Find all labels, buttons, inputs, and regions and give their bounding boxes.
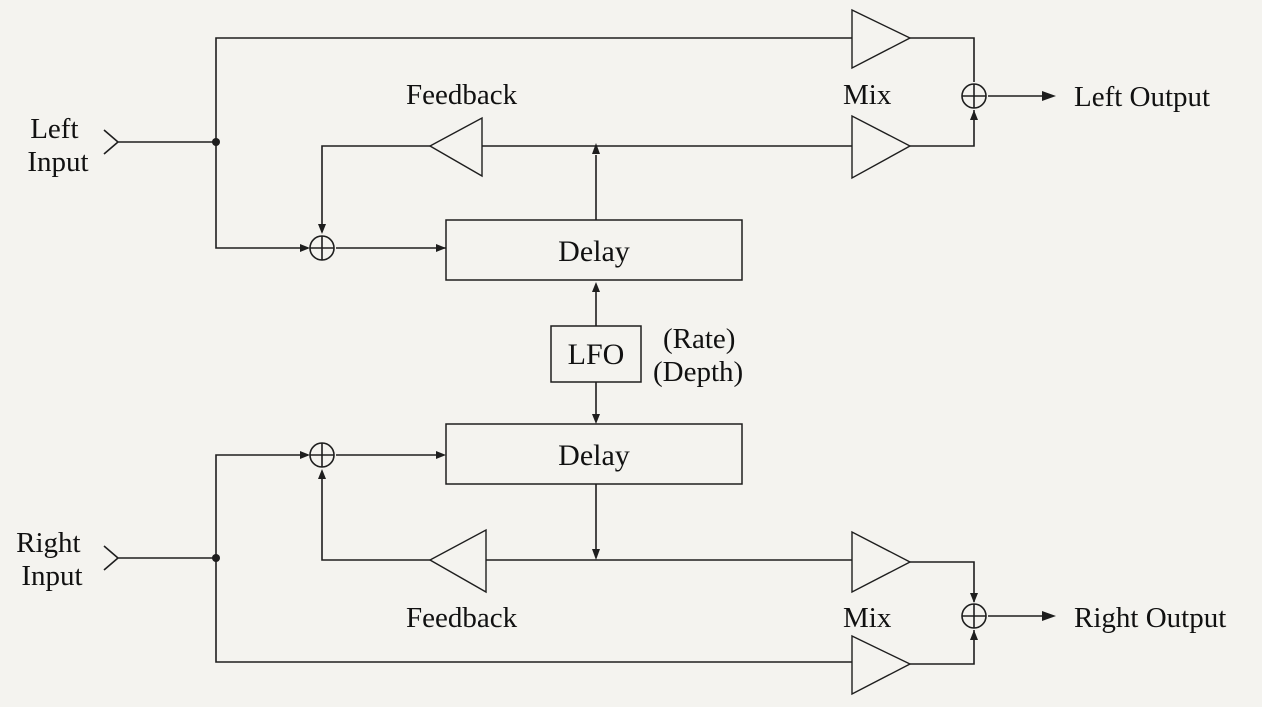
feedback-bottom-label: Feedback	[406, 602, 518, 634]
feedback-top-label: Feedback	[406, 79, 518, 111]
sum-right-output	[961, 603, 987, 629]
mix-amp-bottom-wet	[851, 530, 912, 594]
delay-bottom-label: Delay	[558, 439, 630, 472]
arrow-into-right-sum	[300, 451, 310, 459]
arrow-into-left-output-sum	[970, 110, 978, 120]
left-input-label-line1: Left	[30, 113, 78, 145]
right-input-junction-dot	[212, 554, 220, 562]
left-dry-wire	[215, 37, 852, 142]
right-to-sum-wire	[215, 454, 308, 558]
right-dry-wire	[215, 558, 852, 663]
mix-amp-top-wet	[851, 114, 912, 180]
sum-left-output	[961, 83, 987, 109]
arrow-into-top-delay	[436, 244, 446, 252]
sum-left-input	[309, 235, 335, 261]
arrow-right-feedback-into-sum	[318, 469, 326, 479]
arrow-into-right-output-sum	[970, 630, 978, 640]
rate-label: (Rate)	[663, 323, 735, 355]
arrowheads	[300, 91, 1056, 640]
amplifiers	[428, 8, 912, 696]
arrow-into-left-sum	[300, 244, 310, 252]
arrow-left-feedback-into-sum	[318, 224, 326, 234]
feedback-amp-bottom	[428, 528, 487, 594]
mix-bottom-label: Mix	[843, 602, 892, 634]
delay-top-block: Delay	[445, 219, 743, 281]
left-input-junction-dot	[212, 138, 220, 146]
arrow-bottom-delay-down	[592, 549, 600, 560]
left-to-sum-wire	[215, 142, 308, 249]
arrow-top-delay-up	[592, 143, 600, 154]
left-feedback-wire	[321, 145, 430, 232]
left-input-label: Left Input	[27, 113, 88, 178]
arrow-right-output	[1042, 611, 1056, 621]
delay-bottom-block: Delay	[445, 423, 743, 485]
sum-right-input	[309, 442, 335, 468]
right-input-label: Right Input	[16, 527, 88, 592]
mix-amp-top-dry	[851, 8, 912, 70]
lfo-label: LFO	[568, 338, 625, 371]
right-output-label: Right Output	[1074, 602, 1226, 634]
delay-top-label: Delay	[558, 235, 630, 268]
left-input-wire	[103, 129, 216, 155]
arrow-lfo-to-top-delay	[592, 282, 600, 292]
left-input-label-line2: Input	[27, 146, 88, 178]
right-feedback-wire	[321, 478, 430, 561]
depth-label: (Depth)	[653, 356, 743, 388]
summing-junctions	[309, 83, 987, 629]
lfo-block: LFO	[550, 325, 642, 383]
arrow-into-right-output-sum-top	[970, 593, 978, 603]
right-mix-out-wire	[910, 561, 975, 665]
mix-amp-bottom-dry	[851, 634, 912, 696]
left-mix-out-wire	[910, 37, 975, 147]
right-input-wire	[103, 545, 216, 571]
right-input-label-line1: Right	[16, 527, 80, 559]
right-input-label-line2: Input	[21, 560, 82, 592]
mix-top-label: Mix	[843, 79, 892, 111]
arrow-lfo-to-bottom-delay	[592, 414, 600, 424]
signal-wires	[103, 37, 1044, 665]
feedback-amp-top	[428, 116, 483, 178]
left-output-label: Left Output	[1074, 81, 1210, 113]
arrow-into-bottom-delay	[436, 451, 446, 459]
arrow-left-output	[1042, 91, 1056, 101]
